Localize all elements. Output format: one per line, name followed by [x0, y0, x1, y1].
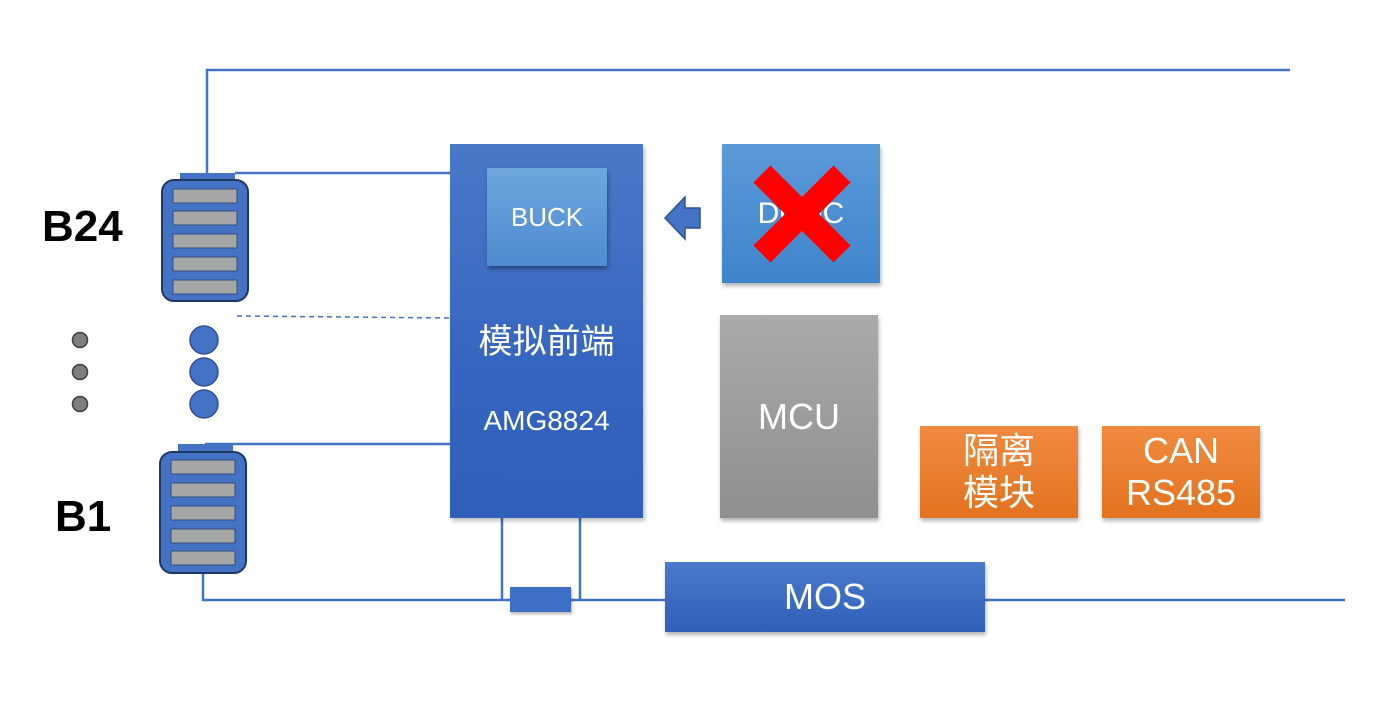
red-cross-icon [753, 165, 851, 263]
mos-label: MOS [783, 576, 866, 617]
pack-negative-wire [201, 572, 510, 602]
isolation-line1: 隔离 [962, 430, 1035, 471]
middle-cells-dashed-wire [236, 315, 451, 319]
dcdc-block: DCDC [722, 144, 880, 283]
current-shunt [510, 587, 571, 612]
battery-b24 [161, 173, 249, 302]
mcu-label: MCU [758, 395, 840, 437]
buck-block: BUCK [487, 168, 607, 266]
battery-bottom-label: B1 [55, 492, 112, 541]
left-arrow-icon [663, 195, 701, 241]
pack-positive-wire [205, 68, 1290, 173]
afe-part-number: AMG8824 [483, 405, 610, 436]
afe-title: 模拟前端 [478, 323, 615, 361]
isolation-line2: 模块 [962, 472, 1035, 513]
cell-ellipsis-blue [189, 325, 219, 419]
mcu-block: MCU [720, 315, 878, 518]
buck-label: BUCK [510, 201, 584, 232]
battery-top-label: B24 [42, 202, 123, 251]
mos-block: MOS [665, 562, 985, 632]
comm-line1: CAN [1142, 430, 1219, 471]
isolation-module-block: 隔离 模块 [920, 426, 1078, 518]
comm-interface-block: CAN RS485 [1102, 426, 1260, 518]
battery-b1 [159, 444, 247, 574]
cell-ellipsis-grey [71, 331, 89, 413]
comm-line2: RS485 [1125, 472, 1237, 513]
